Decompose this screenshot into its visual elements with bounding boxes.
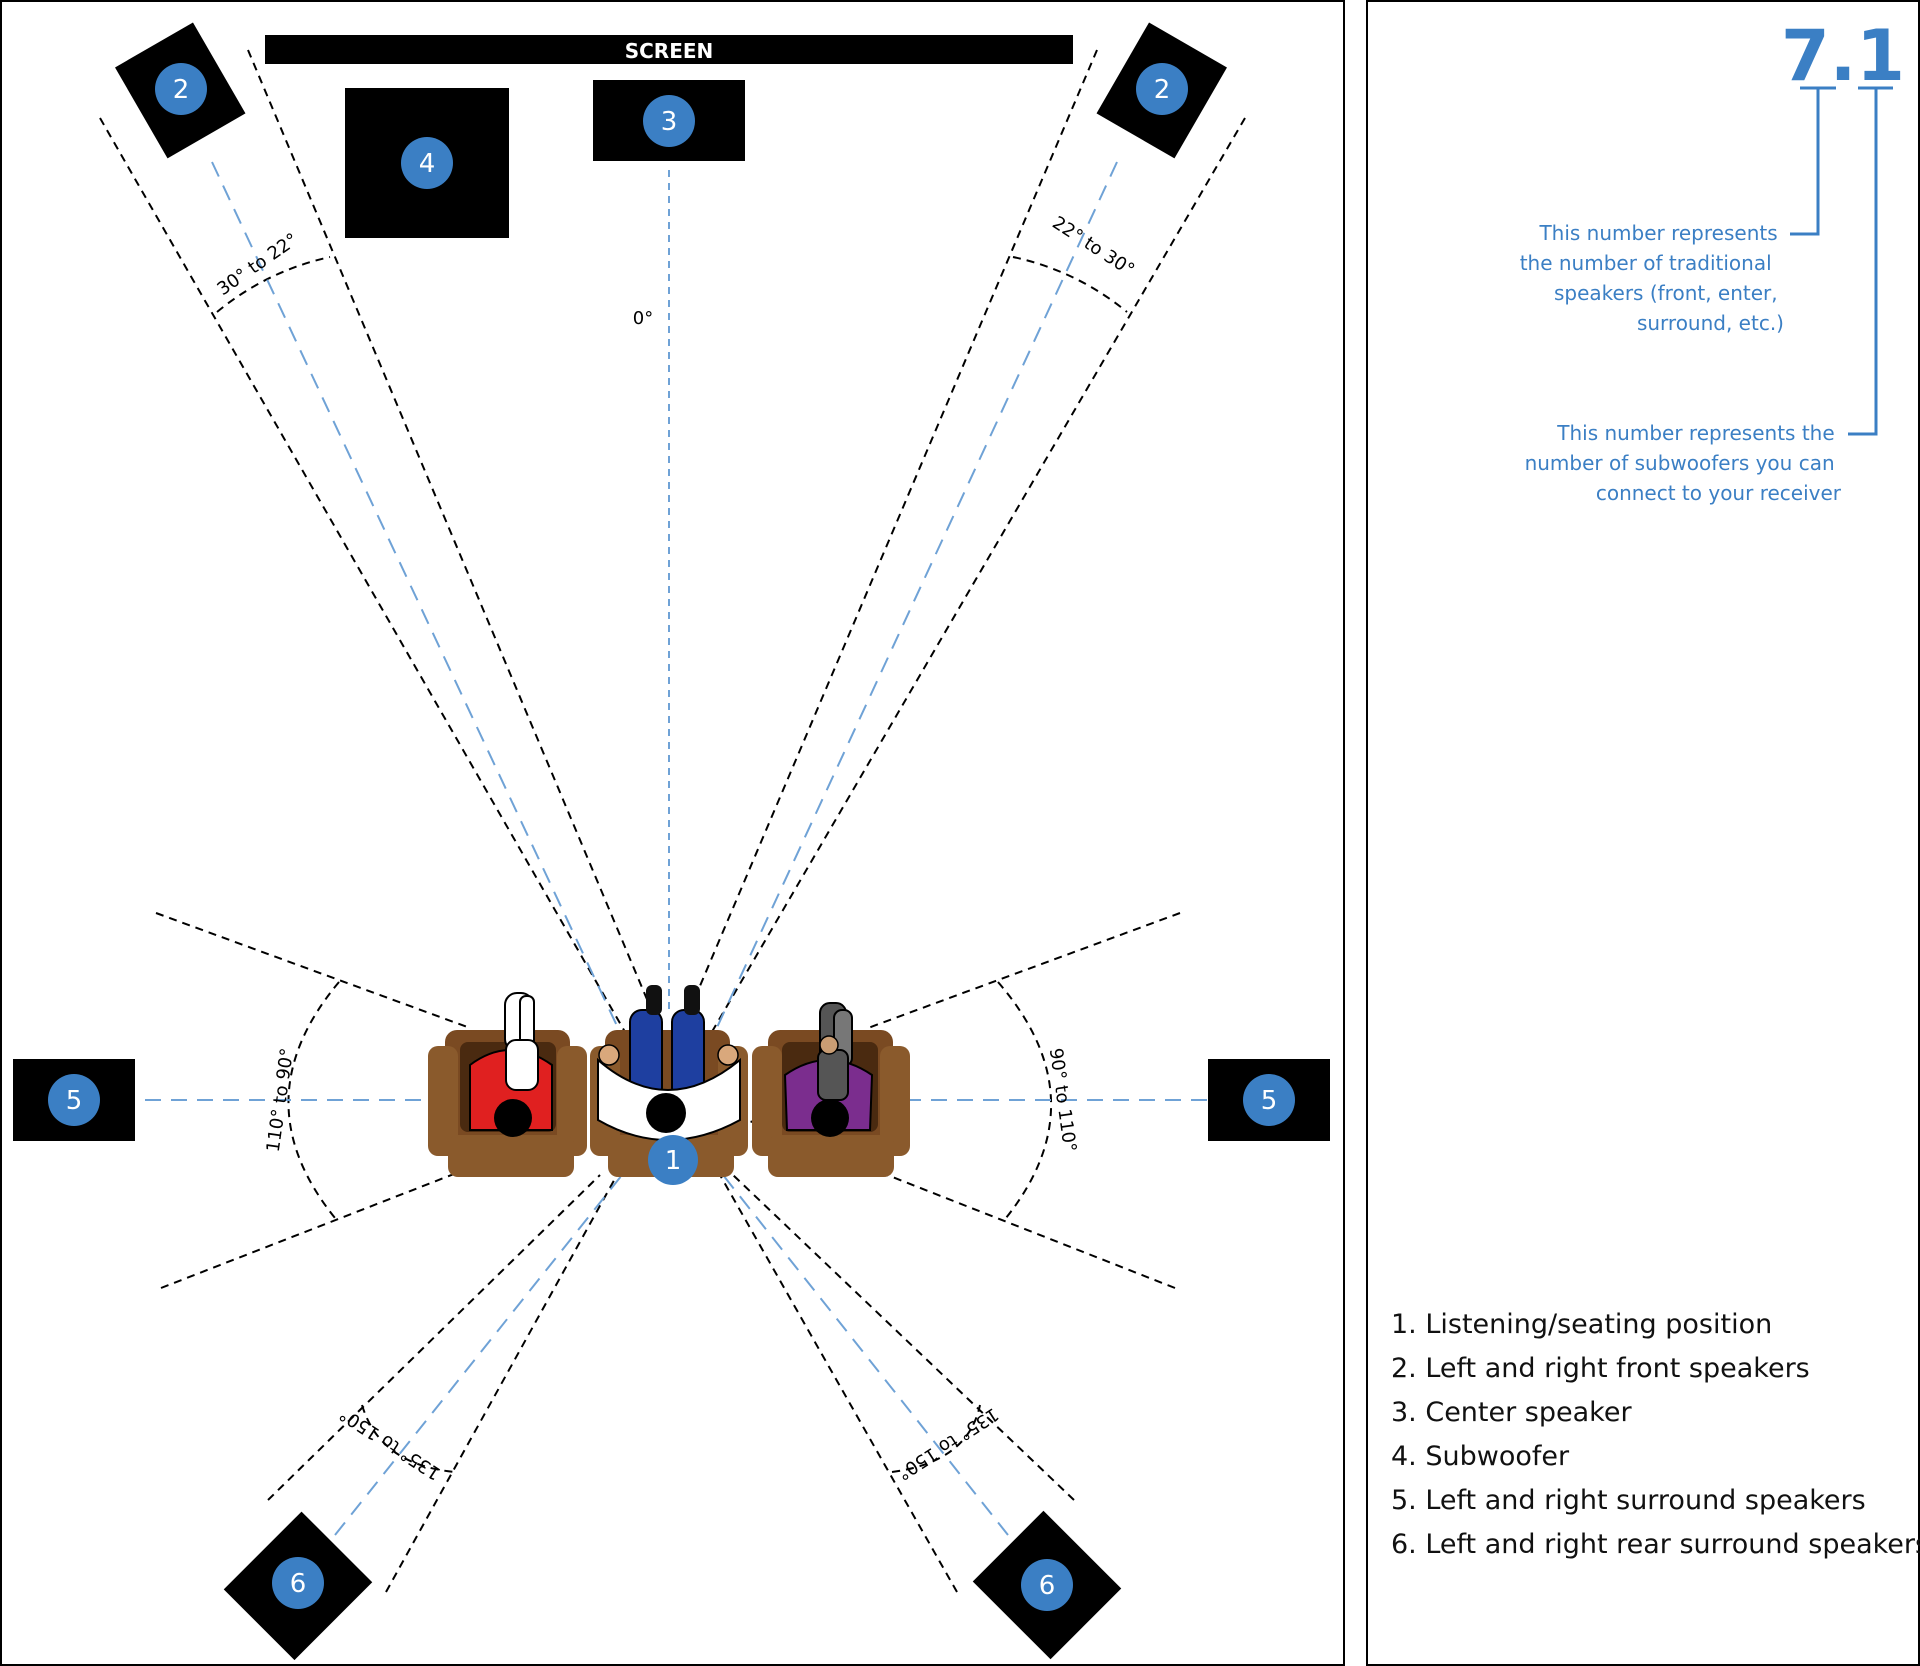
config-explanation: 7.1 This number represents the number of…: [1520, 15, 1905, 505]
speaker-number-badge: [648, 1135, 698, 1185]
info-panel: [1366, 0, 1920, 1666]
svg-text:3: 3: [661, 107, 678, 137]
front-right-inner-boundary: [665, 49, 1098, 1067]
rear-right-guide: [722, 1174, 1009, 1536]
svg-text:5: 5: [1261, 1086, 1278, 1116]
svg-text:5: 5: [66, 1086, 83, 1116]
speaker-number-badge: [1136, 63, 1188, 115]
speaker-number-badge: [272, 1557, 324, 1609]
front-right-guide: [694, 161, 1118, 1076]
svg-text:4: 4: [419, 149, 436, 179]
angle-boundary-lines: [99, 49, 1246, 1593]
legend-item: 5. Left and right surround speakers: [1391, 1485, 1866, 1516]
rear-right-inner-boundary: [719, 1174, 958, 1593]
rear-left-speaker: 6: [223, 1511, 373, 1661]
rear-right-angle-label: 135° to 150°: [893, 1403, 1002, 1484]
rear-right-arc: [891, 1404, 981, 1473]
legend-item: 2. Left and right front speakers: [1391, 1353, 1810, 1384]
config-number: 7.1: [1781, 15, 1905, 97]
speaker-number-badge: [155, 63, 207, 115]
legend-item: 6. Left and right rear surround speakers: [1391, 1529, 1920, 1560]
legend-item: 1. Listening/seating position: [1391, 1309, 1772, 1340]
front-right-speaker: 2: [1096, 22, 1227, 159]
surround-left-upper-boundary: [155, 912, 471, 1029]
sub-number-bracket: [1848, 86, 1893, 436]
svg-text:2: 2: [1154, 75, 1171, 105]
speaker-number-badge: [48, 1074, 100, 1126]
speaker-guide-lines: [145, 161, 1210, 1536]
speaker-number-badge: [643, 95, 695, 147]
speaker-number-badge: [401, 137, 453, 189]
main-number-bracket: [1790, 86, 1836, 236]
subwoofer: 4: [345, 88, 509, 238]
room-panel: [0, 0, 1345, 1666]
person-purple-shirt: [783, 1002, 874, 1137]
front-left-guide: [211, 161, 641, 1076]
center-speaker: 3: [593, 80, 745, 161]
speaker-number-badge: [1021, 1559, 1073, 1611]
rear-right-outer-boundary: [732, 1174, 1075, 1501]
speaker-number-badge: [1243, 1074, 1295, 1126]
main-number-note: This number represents the number of tra…: [1520, 221, 1784, 335]
front-left-speaker: 2: [115, 22, 246, 159]
rear-left-arc: [361, 1404, 456, 1473]
surround-right-upper-boundary: [867, 912, 1181, 1029]
front-right-outer-boundary: [691, 117, 1246, 1067]
front-right-arc: [1012, 256, 1128, 313]
rear-right-speaker: 6: [972, 1510, 1122, 1660]
person-blue-jeans: [597, 985, 741, 1141]
legend-item: 3. Center speaker: [1391, 1397, 1632, 1428]
front-right-angle-label: 22° to 30°: [1048, 212, 1138, 280]
svg-text:1: 1: [665, 1146, 682, 1176]
rear-left-angle-label: 135° to 150°: [336, 1403, 445, 1484]
center-angle-label: 0°: [633, 308, 653, 329]
sub-number-note: This number represents the number of sub…: [1525, 421, 1842, 505]
seating-group: 1: [428, 985, 910, 1185]
listening-position-marker: 1: [648, 1135, 698, 1185]
person-red-shirt: [469, 992, 553, 1137]
svg-text:6: 6: [1039, 1571, 1056, 1601]
front-left-outer-boundary: [99, 117, 645, 1066]
rear-left-outer-boundary: [267, 1174, 601, 1501]
angle-arcs: [216, 256, 1128, 1473]
legend-item: 4. Subwoofer: [1391, 1441, 1570, 1472]
screen-label: SCREEN: [625, 39, 714, 63]
legend: 1. Listening/seating position 2. Left an…: [1391, 1309, 1920, 1560]
surround-left-speaker: 5: [13, 1059, 135, 1141]
rear-left-guide: [334, 1174, 623, 1536]
front-left-angle-label: 30° to 22°: [213, 229, 301, 300]
screen-bar: [265, 35, 1073, 64]
front-left-arc: [216, 256, 331, 313]
front-left-inner-boundary: [247, 49, 676, 1067]
svg-text:6: 6: [290, 1569, 307, 1599]
surround-right-speaker: 5: [1208, 1059, 1330, 1141]
rear-left-inner-boundary: [385, 1174, 618, 1593]
svg-text:2: 2: [173, 75, 190, 105]
